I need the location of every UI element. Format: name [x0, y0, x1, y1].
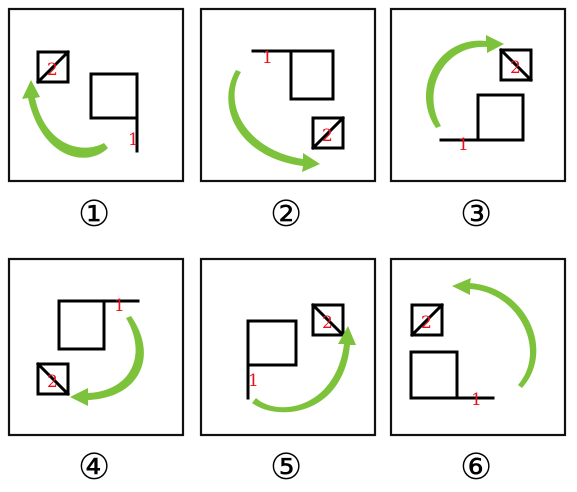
panel-4-small-square — [36, 362, 70, 396]
panel-6: 1 2 ⑥ — [389, 257, 567, 488]
panel-4: 1 2 ④ — [7, 257, 185, 488]
panel-2-caption: ② — [270, 194, 302, 235]
panel-3-diagonal — [498, 47, 534, 83]
panel-4-caption: ④ — [78, 447, 110, 488]
panel-1-label-1: 1 — [128, 130, 139, 150]
panel-3-small-square — [499, 48, 533, 82]
panel-4-diagonal — [35, 361, 71, 397]
panel-6-diagonal — [409, 302, 445, 338]
panel-4-square-with-line — [57, 299, 140, 351]
panel-3-caption: ③ — [460, 194, 492, 235]
panel-3-curved-arrow — [426, 35, 504, 128]
panel-6-label-1: 1 — [471, 390, 482, 410]
panel-3-square-with-line — [439, 93, 525, 142]
panel-2-frame — [199, 7, 377, 183]
panel-2-label-1: 1 — [262, 48, 273, 68]
panel-1-square-with-line — [89, 72, 139, 153]
panel-2-label-2: 2 — [322, 126, 333, 146]
panel-2-curved-arrow — [228, 70, 320, 172]
panel-5: 1 2 ⑤ — [199, 257, 377, 488]
panel-1: 2 1 ① — [7, 7, 185, 235]
panel-6-square-with-line — [409, 350, 495, 400]
panel-6-small-square — [410, 303, 444, 337]
panel-1-caption: ① — [78, 194, 110, 235]
panel-5-label-2: 2 — [322, 313, 333, 333]
panel-3-label-1: 1 — [458, 135, 469, 155]
panel-1-diagonal — [35, 49, 71, 85]
panel-6-label-2: 2 — [421, 313, 432, 333]
panel-2: 1 2 ② — [199, 7, 377, 235]
panel-1-small-square — [36, 50, 70, 84]
panel-5-square-with-line — [246, 319, 298, 400]
panel-2-small-square — [311, 116, 345, 150]
panel-5-label-1: 1 — [248, 371, 259, 391]
panel-6-curved-arrow — [452, 278, 537, 388]
panel-4-frame — [7, 257, 185, 437]
panel-5-curved-arrow — [252, 326, 356, 413]
panel-5-small-square — [311, 303, 345, 337]
panel-1-curved-arrow — [22, 80, 108, 158]
panel-4-curved-arrow — [70, 316, 144, 406]
panel-1-label-2: 2 — [47, 60, 58, 80]
panel-2-diagonal — [310, 115, 346, 151]
panel-4-label-2: 2 — [47, 372, 58, 392]
panel-5-caption: ⑤ — [270, 447, 302, 488]
panel-3: 1 2 ③ — [389, 7, 567, 235]
panel-2-square-with-line — [251, 49, 335, 101]
panel-6-caption: ⑥ — [460, 447, 492, 488]
panel-4-label-1: 1 — [114, 296, 125, 316]
panel-3-label-2: 2 — [510, 58, 521, 78]
panel-5-diagonal — [310, 302, 346, 338]
